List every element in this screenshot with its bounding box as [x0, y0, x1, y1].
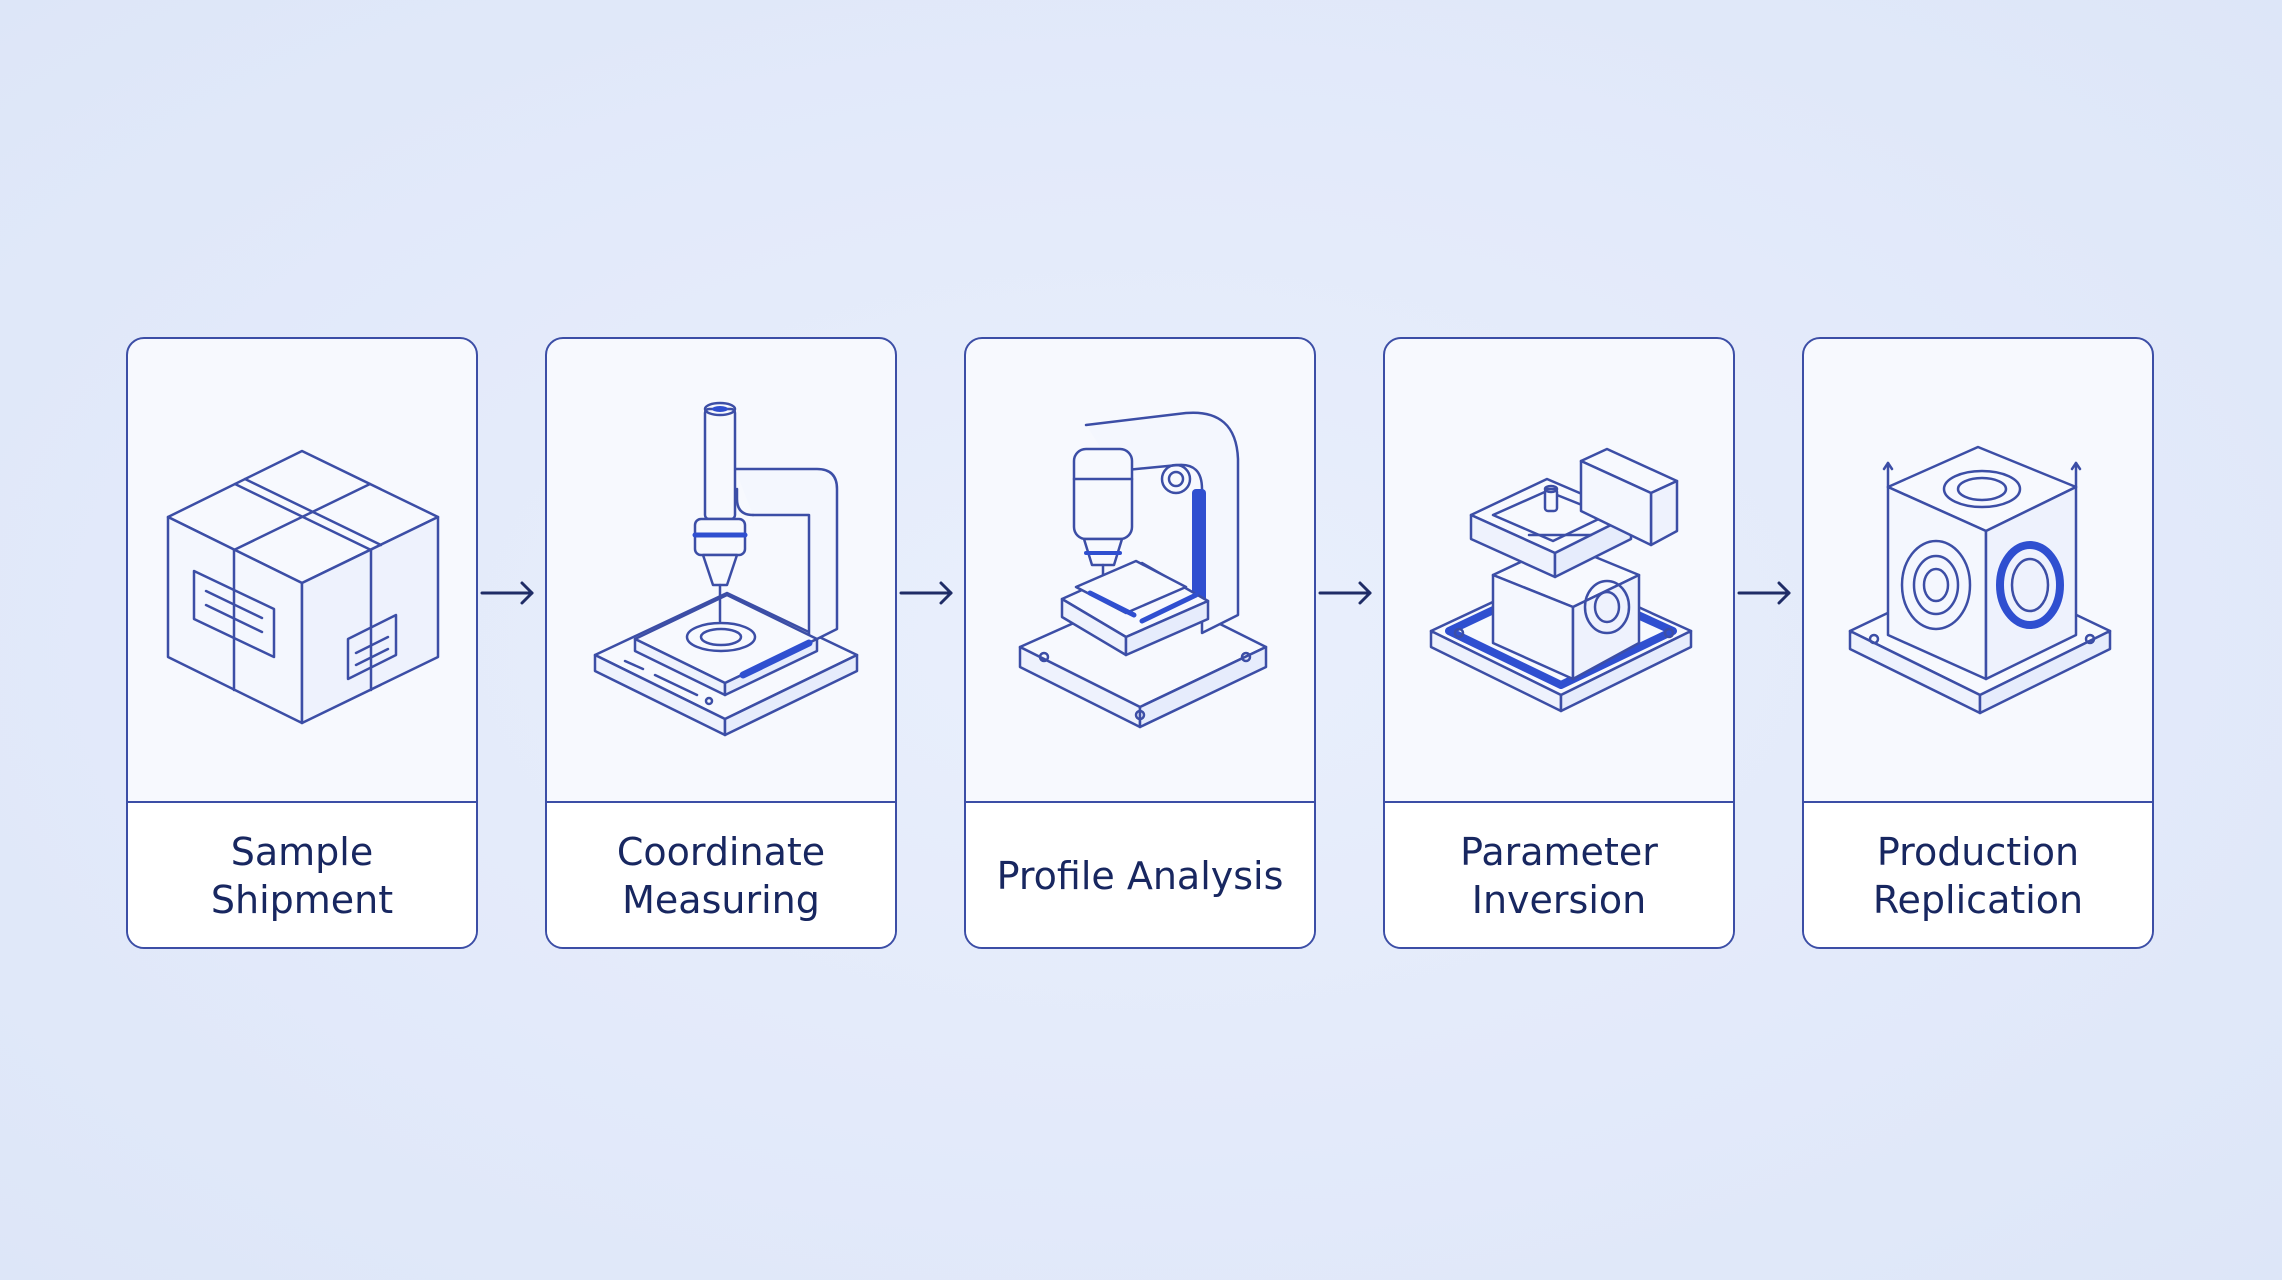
arrow-icon — [478, 578, 538, 608]
arrow-icon — [897, 578, 957, 608]
coordinate-measuring-machine-icon — [547, 339, 895, 801]
step-label: Coordinate Measuring — [616, 830, 826, 922]
mold-block-icon — [1385, 339, 1733, 801]
arrow-icon — [1316, 578, 1376, 608]
step-card-sample-shipment: Sample Shipment — [126, 337, 478, 949]
step-label: Parameter Inversion — [1460, 830, 1658, 922]
package-box-icon — [128, 339, 476, 801]
step-label: Profile Analysis — [996, 854, 1284, 898]
machined-part-icon — [1804, 339, 2152, 801]
step-label: Production Replication — [1872, 830, 2084, 922]
arrow-icon — [1735, 578, 1795, 608]
step-label: Sample Shipment — [210, 830, 394, 922]
step-card-parameter-inversion: Parameter Inversion — [1383, 337, 1735, 949]
step-card-coordinate-measuring: Coordinate Measuring — [545, 337, 897, 949]
step-card-profile-analysis: Profile Analysis — [964, 337, 1316, 949]
step-card-production-replication: Production Replication — [1802, 337, 2154, 949]
profile-analyzer-machine-icon — [966, 339, 1314, 801]
